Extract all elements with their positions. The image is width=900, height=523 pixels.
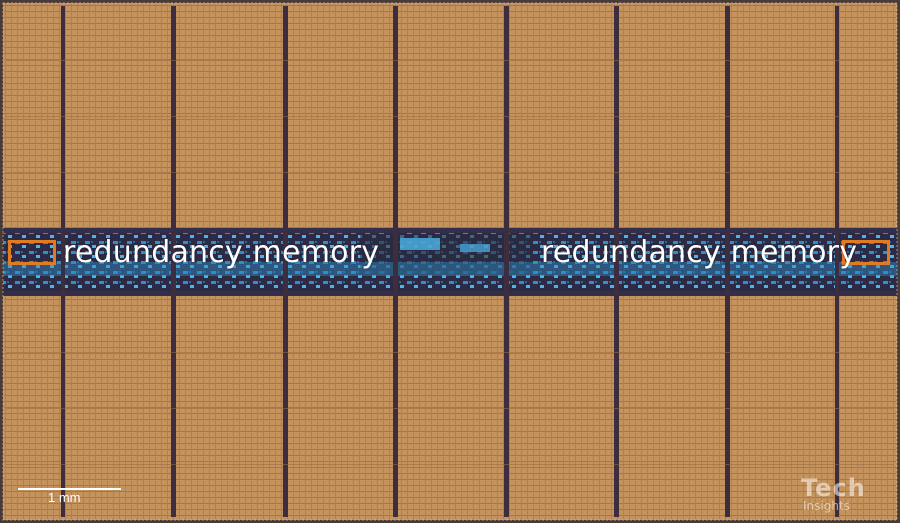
watermark-sub: Insights	[803, 499, 850, 513]
scale-bar-label: 1 mm	[48, 490, 81, 505]
watermark-logo: Tech	[801, 474, 866, 502]
redundancy-label-right: redundancy memory	[541, 235, 858, 270]
techinsights-watermark: Tech Insights	[797, 474, 893, 518]
array-dividers	[61, 6, 839, 517]
redundancy-highlight-right	[842, 240, 890, 265]
redundancy-highlight-left	[8, 240, 56, 265]
redundancy-label-left: redundancy memory	[63, 235, 380, 270]
scale-bar: 1 mm	[18, 480, 122, 510]
scale-bar-line	[18, 488, 121, 490]
memory-array-bottom	[6, 297, 894, 517]
